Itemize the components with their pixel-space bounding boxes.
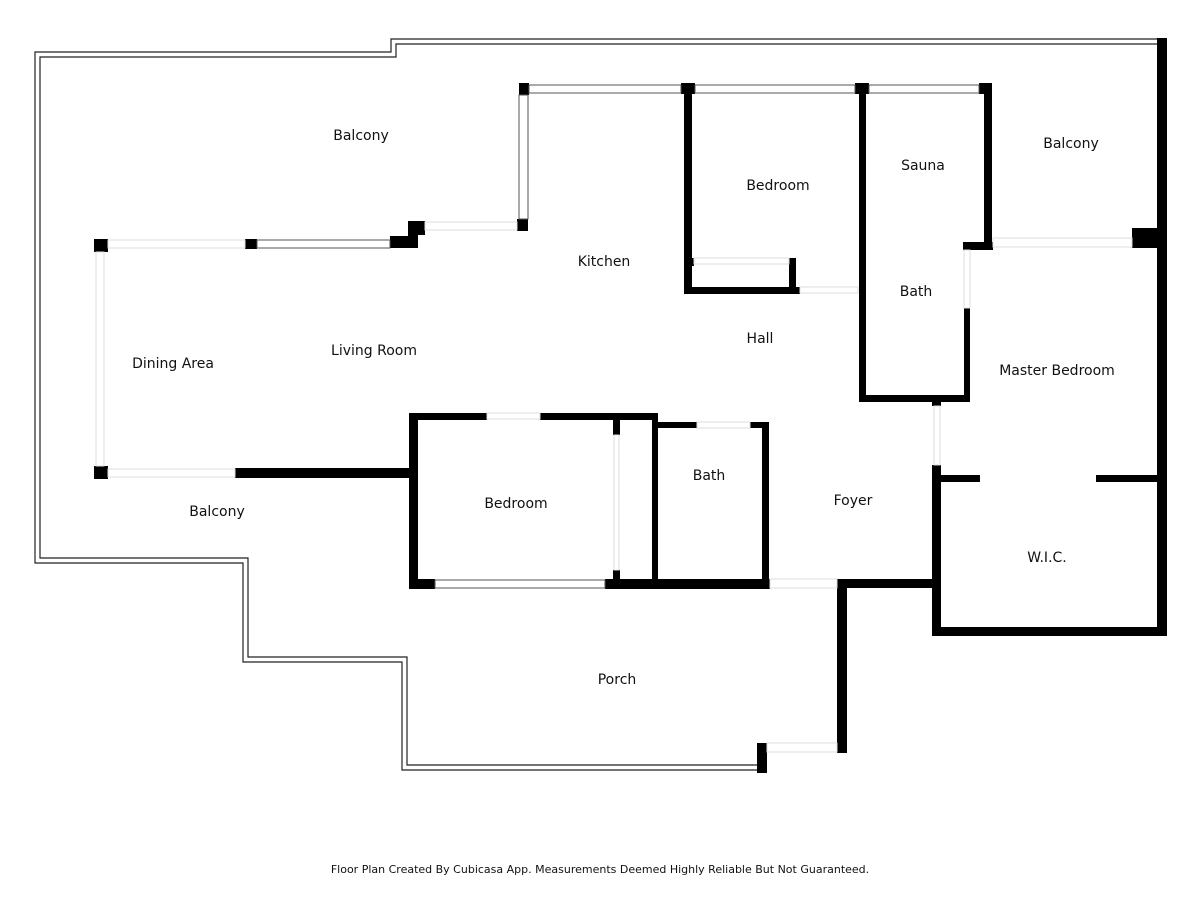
label-foyer: Foyer bbox=[834, 493, 873, 509]
label-bath-right: Bath bbox=[900, 284, 933, 300]
label-wic: W.I.C. bbox=[1027, 550, 1067, 566]
label-master-bedroom: Master Bedroom bbox=[999, 363, 1115, 379]
room-labels: Balcony Balcony Bedroom Sauna Kitchen Ba… bbox=[132, 128, 1115, 688]
label-porch: Porch bbox=[598, 672, 637, 688]
label-kitchen: Kitchen bbox=[578, 254, 631, 270]
outer-railing-inner bbox=[39, 43, 1160, 766]
walls bbox=[94, 38, 1167, 773]
label-bedroom-top: Bedroom bbox=[746, 178, 809, 194]
label-sauna: Sauna bbox=[901, 158, 945, 174]
label-balcony-lower: Balcony bbox=[189, 504, 245, 520]
label-dining-area: Dining Area bbox=[132, 356, 214, 372]
label-balcony-top-right: Balcony bbox=[1043, 136, 1099, 152]
footer-disclaimer: Floor Plan Created By Cubicasa App. Meas… bbox=[331, 863, 869, 876]
label-balcony-top-left: Balcony bbox=[333, 128, 389, 144]
label-bedroom-lower: Bedroom bbox=[484, 496, 547, 512]
label-hall: Hall bbox=[747, 331, 774, 347]
windows bbox=[95, 84, 1133, 753]
outer-railing bbox=[34, 38, 1160, 771]
label-bath-lower: Bath bbox=[693, 468, 726, 484]
label-living-room: Living Room bbox=[331, 343, 417, 359]
